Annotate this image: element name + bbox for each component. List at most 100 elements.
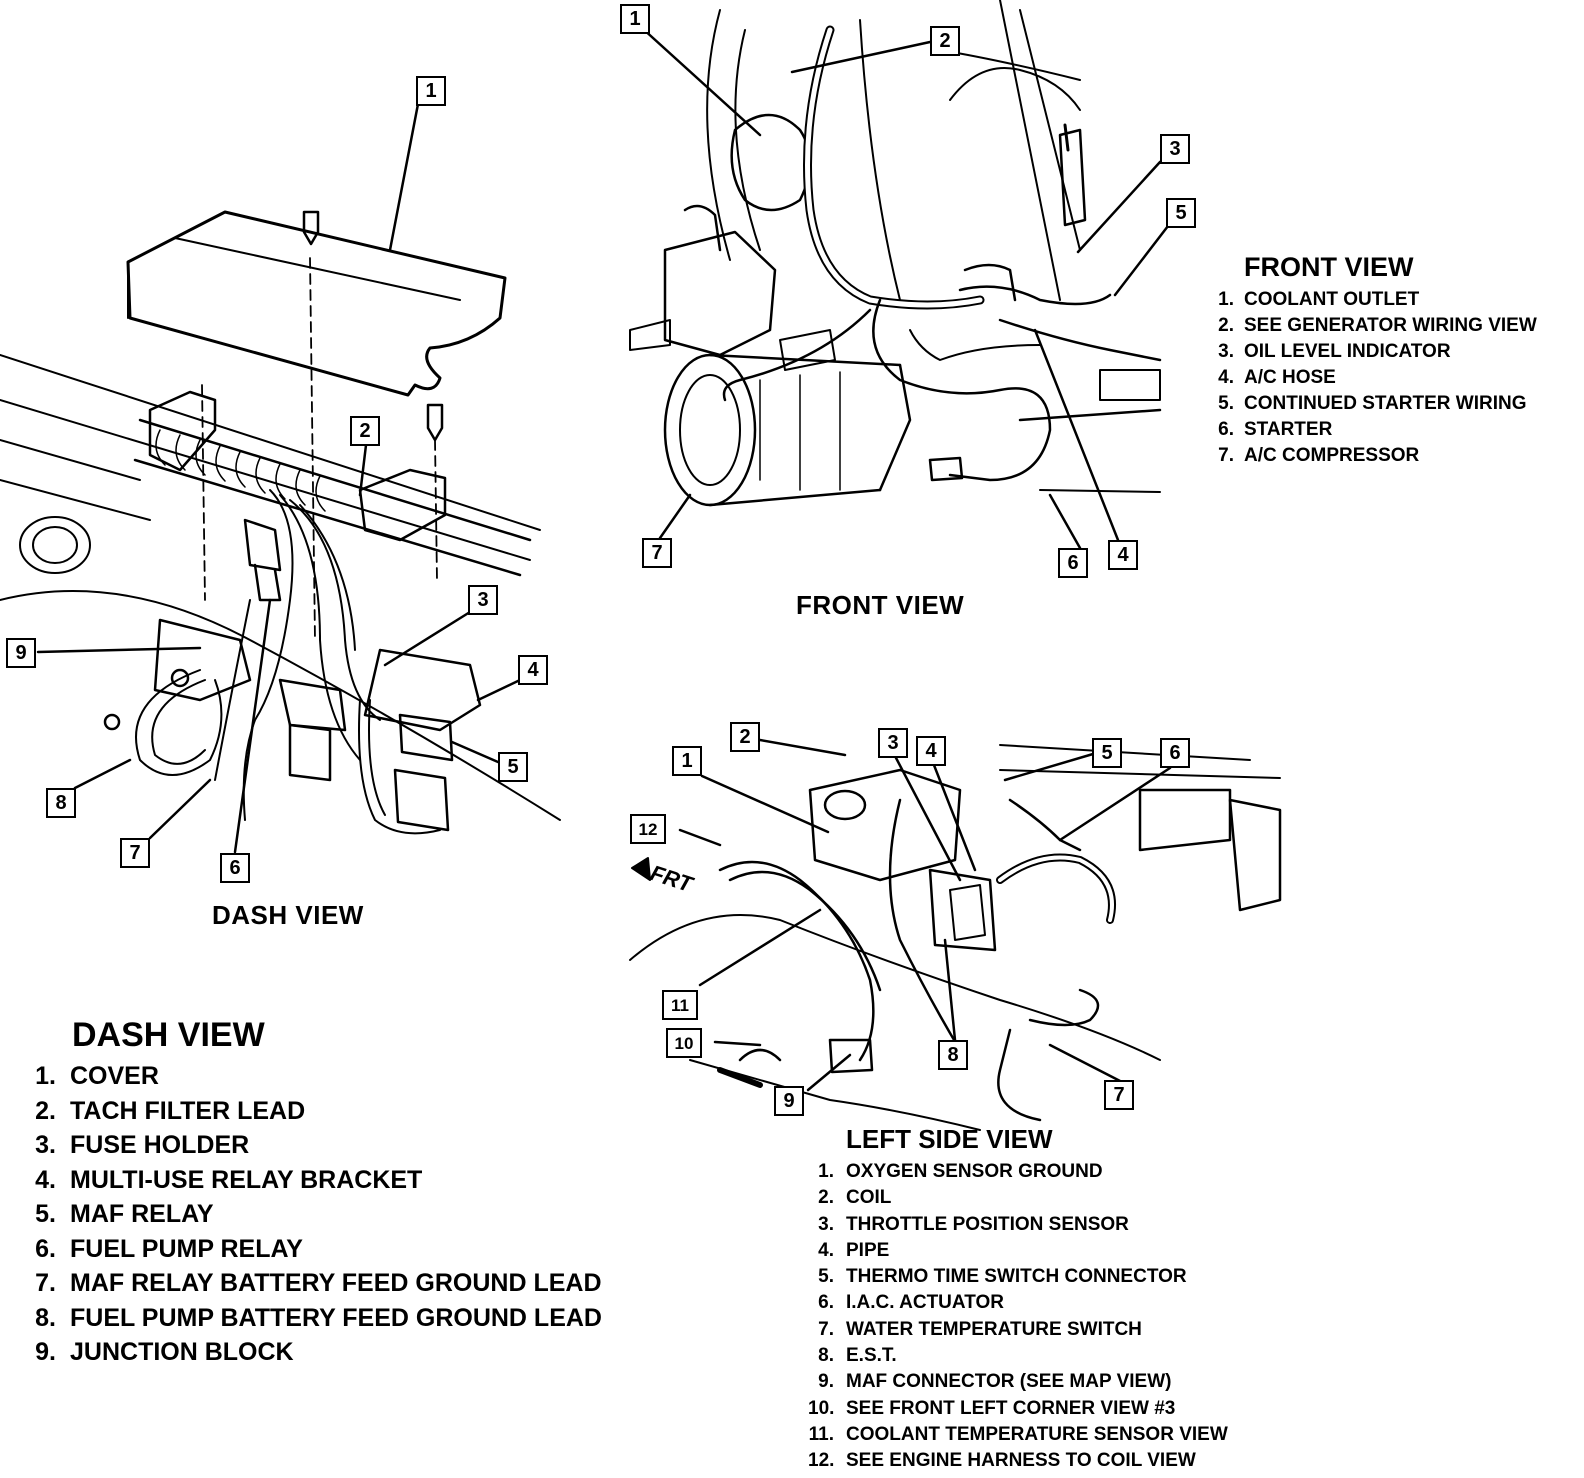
- front-callout-4: 4: [1108, 540, 1138, 570]
- legend-item-number: 5.: [35, 1200, 56, 1228]
- cover-outline: [126, 210, 507, 397]
- front-view-illustration: [629, 0, 1170, 550]
- dash-callout-4: 4: [518, 655, 548, 685]
- legend-item: 3.THROTTLE POSITION SENSOR: [808, 1212, 1228, 1238]
- front-view-legend-title: FRONT VIEW: [1244, 252, 1414, 282]
- legend-item-text: OIL LEVEL INDICATOR: [1244, 341, 1451, 362]
- legend-item: 4. PIPE: [808, 1238, 1228, 1264]
- legend-item: 6.FUEL PUMP RELAY: [28, 1232, 602, 1267]
- legend-item: 4. MULTI-USE RELAY BRACKET: [28, 1163, 602, 1198]
- legend-item: 7.MAF RELAY BATTERY FEED GROUND LEAD: [28, 1266, 602, 1301]
- left-callout-12: 12: [630, 814, 666, 844]
- legend-item-text: I.A.C. ACTUATOR: [846, 1292, 1004, 1314]
- front-view-caption: FRONT VIEW: [796, 590, 965, 620]
- legend-item-text: COVER: [70, 1062, 159, 1090]
- legend-item-number: 1.: [818, 1161, 834, 1182]
- legend-item-number: 1.: [1218, 289, 1234, 310]
- legend-item-number: 4.: [35, 1165, 56, 1194]
- legend-item-text: CONTINUED STARTER WIRING: [1244, 393, 1527, 414]
- front-callout-5: 5: [1166, 198, 1196, 228]
- legend-item: 5. THERMO TIME SWITCH CONNECTOR: [808, 1264, 1228, 1290]
- legend-item: 1.OXYGEN SENSOR GROUND: [808, 1159, 1228, 1185]
- legend-item: 2.SEE GENERATOR WIRING VIEW: [1208, 313, 1537, 339]
- legend-item: 3. OIL LEVEL INDICATOR: [1208, 339, 1537, 365]
- front-view-legend: FRONT VIEW 1. COOLANT OUTLET 2.SEE GENERAT…: [1208, 252, 1537, 469]
- dash-callout-7: 7: [120, 838, 150, 868]
- legend-item-number: 7.: [1218, 445, 1234, 466]
- legend-item: 2. TACH FILTER LEAD: [28, 1094, 602, 1129]
- legend-item-text: MULTI-USE RELAY BRACKET: [70, 1165, 423, 1194]
- legend-item-number: 1.: [35, 1062, 56, 1090]
- legend-item-number: 5.: [818, 1266, 834, 1288]
- legend-item-text: SEE GENERATOR WIRING VIEW: [1244, 315, 1537, 336]
- legend-item-number: 9.: [818, 1371, 834, 1393]
- front-callout-2: 2: [930, 26, 960, 56]
- legend-item: 7. WATER TEMPERATURE SWITCH: [808, 1317, 1228, 1343]
- left-callout-8: 8: [938, 1040, 968, 1070]
- legend-item: 9. JUNCTION BLOCK: [28, 1335, 602, 1370]
- legend-item-number: 6.: [35, 1234, 56, 1263]
- legend-item-text: THERMO TIME SWITCH CONNECTOR: [846, 1266, 1187, 1288]
- legend-item: 4. A/C HOSE: [1208, 365, 1537, 391]
- legend-item: 6. STARTER: [1208, 417, 1537, 443]
- legend-item: 8.FUEL PUMP BATTERY FEED GROUND LEAD: [28, 1301, 602, 1336]
- left-callout-5: 5: [1092, 738, 1122, 768]
- dash-callout-8: 8: [46, 788, 76, 818]
- legend-item: 11.COOLANT TEMPERATURE SENSOR VIEW: [808, 1422, 1228, 1448]
- dash-callout-3: 3: [468, 585, 498, 615]
- left-callout-2: 2: [730, 722, 760, 752]
- left-callout-9: 9: [774, 1086, 804, 1116]
- front-callout-3: 3: [1160, 134, 1190, 164]
- legend-item-number: 12.: [808, 1450, 835, 1472]
- legend-item-text: FUSE HOLDER: [70, 1131, 250, 1159]
- dash-callout-1: 1: [416, 76, 446, 106]
- dash-view-illustration: [0, 102, 561, 854]
- front-callout-1: 1: [620, 4, 650, 34]
- legend-item-number: 11.: [808, 1423, 834, 1445]
- legend-item-number: 8.: [35, 1303, 56, 1332]
- legend-item-number: 4.: [1218, 367, 1234, 388]
- legend-item-text: COIL: [846, 1187, 892, 1209]
- legend-item-text: MAF RELAY BATTERY FEED GROUND LEAD: [70, 1269, 602, 1297]
- dash-callout-9: 9: [6, 638, 36, 668]
- legend-item-text: PIPE: [846, 1239, 890, 1261]
- legend-item-text: A/C COMPRESSOR: [1244, 445, 1420, 466]
- legend-item: 9.MAF CONNECTOR (SEE MAP VIEW): [808, 1369, 1228, 1395]
- legend-item-number: 9.: [35, 1338, 56, 1366]
- legend-item-number: 2.: [35, 1096, 56, 1125]
- legend-item-number: 6.: [1218, 419, 1234, 440]
- legend-item-text: SEE ENGINE HARNESS TO COIL VIEW: [846, 1450, 1196, 1472]
- legend-item-number: 3.: [1218, 341, 1234, 362]
- left-callout-4: 4: [916, 736, 946, 766]
- legend-item-text: JUNCTION BLOCK: [70, 1338, 294, 1366]
- legend-item: 7. A/C COMPRESSOR: [1208, 443, 1537, 469]
- legend-item-number: 5.: [1218, 393, 1234, 414]
- left-callout-1: 1: [672, 746, 702, 776]
- legend-item-number: 3.: [818, 1213, 834, 1235]
- left-callout-3: 3: [878, 728, 908, 758]
- left-callout-6: 6: [1160, 738, 1190, 768]
- legend-item-text: WATER TEMPERATURE SWITCH: [846, 1318, 1142, 1340]
- left-side-view-illustration: [629, 738, 1282, 1131]
- legend-item-number: 8.: [818, 1345, 834, 1367]
- left-callout-7: 7: [1104, 1080, 1134, 1110]
- legend-item: 12. SEE ENGINE HARNESS TO COIL VIEW: [808, 1448, 1228, 1474]
- dash-callout-2: 2: [350, 416, 380, 446]
- legend-item-text: STARTER: [1244, 419, 1333, 440]
- legend-item: 2.COIL: [808, 1185, 1228, 1211]
- legend-item: 1. COVER: [28, 1059, 602, 1094]
- legend-item-number: 4.: [818, 1239, 834, 1261]
- legend-item-number: 7.: [818, 1318, 834, 1340]
- left-side-view-legend-title: LEFT SIDE VIEW: [846, 1124, 1053, 1154]
- dash-callout-5: 5: [498, 752, 528, 782]
- front-callout-6: 6: [1058, 548, 1088, 578]
- legend-item-text: TACH FILTER LEAD: [70, 1096, 306, 1125]
- dash-view-caption: DASH VIEW: [212, 900, 364, 930]
- front-callout-7: 7: [642, 538, 672, 568]
- legend-item-text: A/C HOSE: [1244, 367, 1336, 388]
- legend-item-text: COOLANT OUTLET: [1244, 289, 1420, 310]
- left-callout-10: 10: [666, 1028, 702, 1058]
